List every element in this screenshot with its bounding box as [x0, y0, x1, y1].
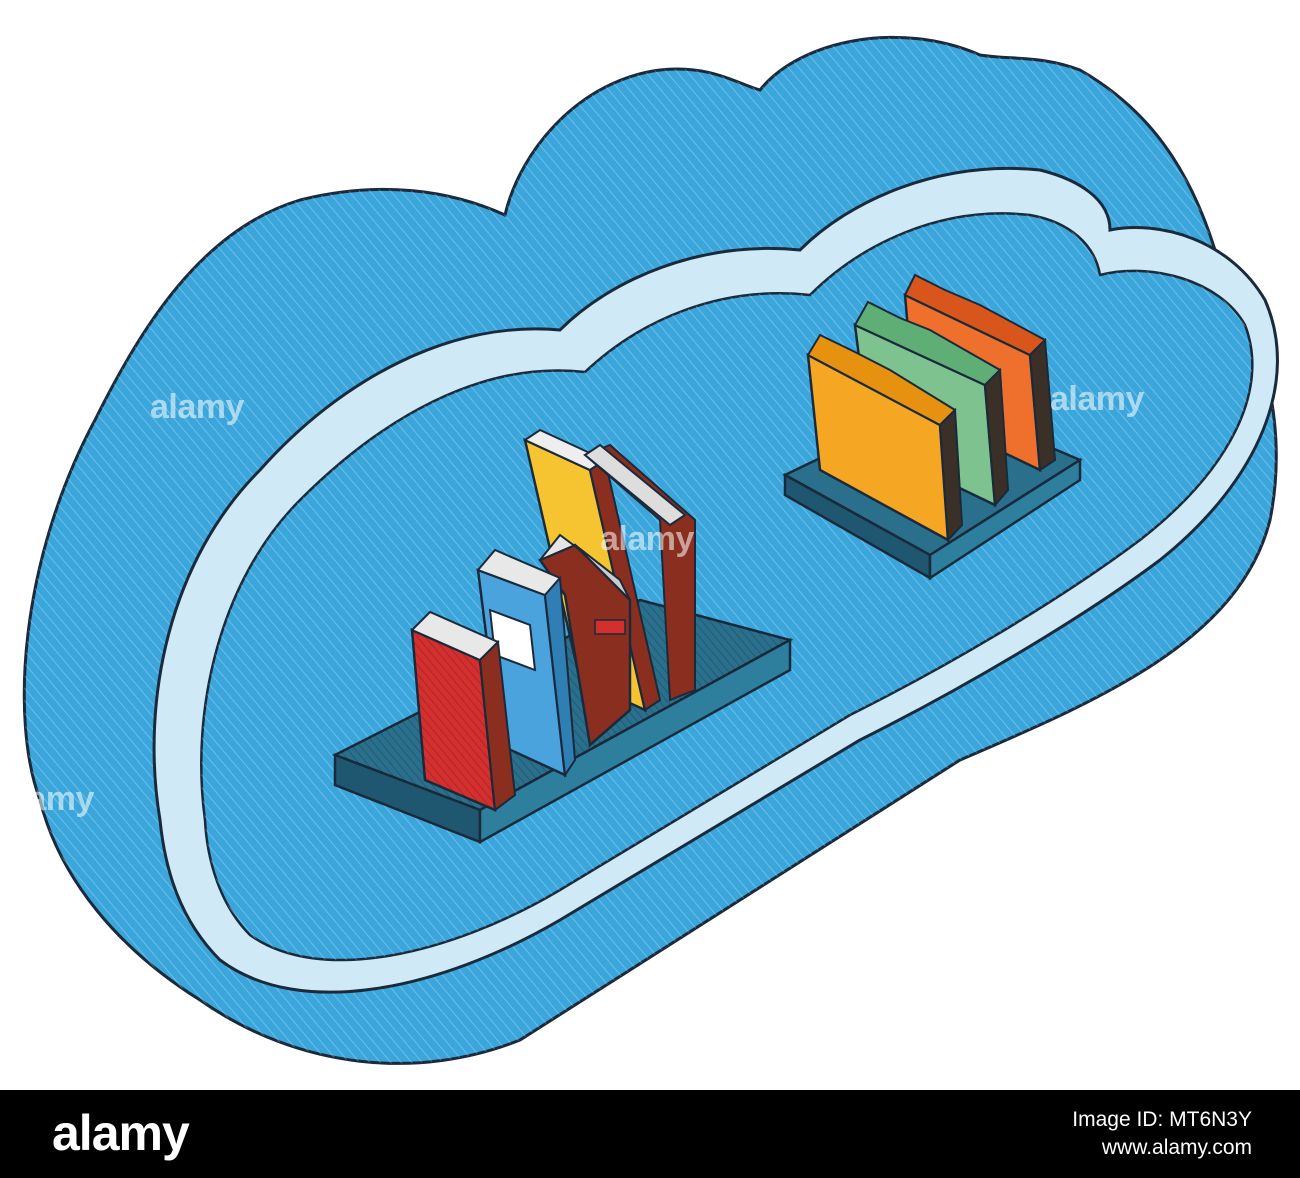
- watermark-text: alamy: [890, 5, 984, 43]
- watermark-text: alamy: [1050, 380, 1144, 418]
- folders-on-tray-icon: [782, 273, 1083, 581]
- alamy-logo: alamy: [52, 1105, 190, 1161]
- cloud-storage-illustration: [22, 36, 1279, 1065]
- watermark-text: alamy: [150, 388, 244, 426]
- image-id-text: Image ID: MT6N3Y: [1072, 1108, 1252, 1131]
- watermark-text: alamy: [0, 780, 94, 818]
- watermark-text: alamy: [600, 520, 694, 558]
- books-on-shelf-icon: [331, 428, 794, 845]
- footer-bar: alamy Image ID: MT6N3Y www.alamy.com: [0, 1090, 1300, 1178]
- site-url-text: www.alamy.com: [1101, 1136, 1252, 1159]
